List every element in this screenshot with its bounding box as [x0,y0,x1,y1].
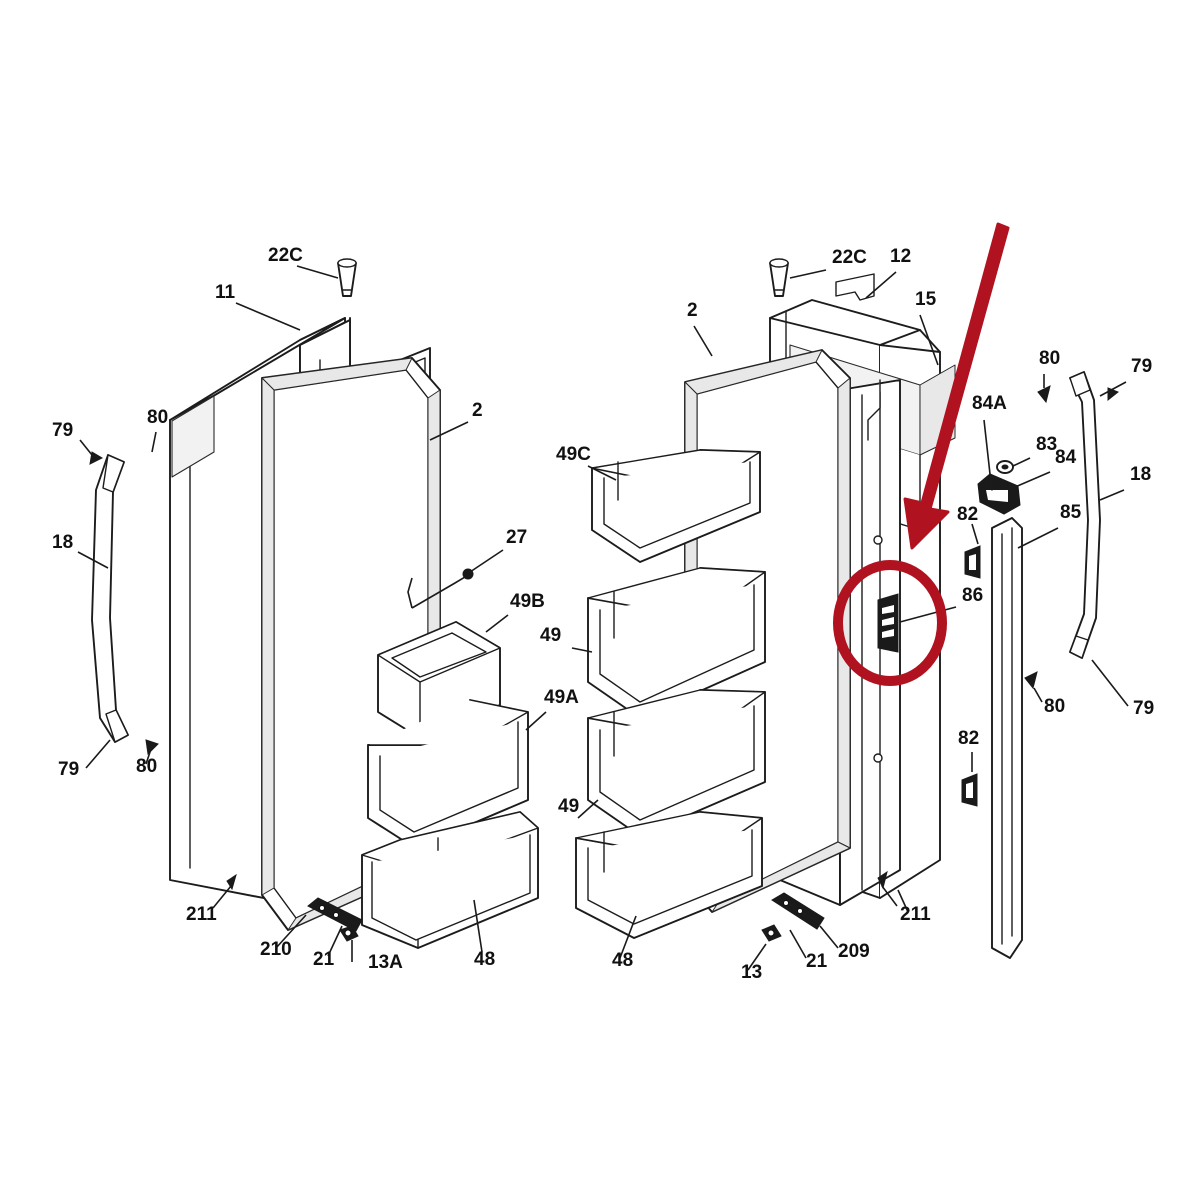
part-label-79-left-bottom: 79 [58,759,79,780]
part-label-2-left: 2 [472,400,483,421]
left-door-handle [91,454,129,743]
part-label-2-right: 2 [687,300,698,321]
part-label-49A-left: 49A [544,687,579,708]
part-label-48-right: 48 [612,950,633,971]
part-label-27: 27 [506,527,527,548]
part-label-13A: 13A [368,952,403,973]
part-label-79-left-top: 79 [52,420,73,441]
left-plug-button-22C [337,258,357,297]
part-label-79-right-bottom: 79 [1133,698,1154,719]
part-label-11: 11 [215,282,236,303]
left-door-bin-48 [361,811,539,949]
leader-lines [77,265,1129,971]
left-hinge-assembly-210 [307,897,363,942]
part-label-210: 210 [260,939,292,960]
part-label-49C: 49C [556,444,591,465]
part-label-13: 13 [741,962,762,983]
nameplate-12 [835,273,875,301]
part-label-15: 15 [915,289,937,310]
part-label-209: 209 [838,941,870,962]
part-label-21-right: 21 [806,951,828,972]
part-label-49B: 49B [510,591,545,612]
red-annotation-group [833,222,1010,686]
right-door-assembly [575,258,1101,959]
red-annotation-circle [833,560,947,686]
part-label-82-upper: 82 [957,504,978,525]
part-label-80-right-top: 80 [1039,348,1060,369]
part-label-22C-right: 22C [832,247,867,268]
part-label-18-left: 18 [52,532,73,553]
part-label-79-right-top: 79 [1131,356,1152,377]
part-label-86: 86 [962,585,983,606]
part-label-211-right: 211 [900,904,931,925]
right-door-bin-48 [575,811,763,939]
part-label-21-left: 21 [313,949,335,970]
right-label-group: 22C 12 15 2 49C 80 79 84A 83 84 18 82 85… [540,246,1154,983]
red-annotation-arrow [903,222,1010,550]
part-label-85: 85 [1060,502,1082,523]
right-hinge-assembly-209 [761,892,825,942]
right-door-bin-49 [587,567,766,719]
left-door-stop-211 [212,873,237,909]
part-label-18-right: 18 [1130,464,1151,485]
part-label-49-lower: 49 [558,796,579,817]
part-label-82-lower: 82 [958,728,979,749]
part-label-49-upper: 49 [540,625,561,646]
part-label-84A: 84A [972,393,1007,414]
right-door-stop-211 [877,870,898,907]
door-trim-strip-85 [991,517,1023,959]
right-plug-button-22C [769,258,789,297]
left-door-bin-49A [367,699,529,849]
part-label-80-left-top: 80 [147,407,168,428]
part-label-48-left: 48 [474,949,495,970]
part-label-80-right-bottom: 80 [1044,696,1065,717]
part-label-83: 83 [1036,434,1057,455]
left-label-group: 22C 11 2 79 80 18 27 49B 49A 79 80 211 2… [52,245,579,973]
left-door-assembly [91,258,539,949]
right-door-bin-49C [591,449,761,563]
dispenser-switch-housing-86 [877,593,899,653]
left-bin-retainer-clip-27 [407,568,474,609]
part-label-12: 12 [890,246,911,267]
part-label-211-left: 211 [186,904,217,925]
right-door-bin-49A [587,689,766,837]
part-label-80-left-bottom: 80 [136,756,157,777]
part-label-22C: 22C [268,245,303,266]
part-label-84: 84 [1055,447,1077,468]
right-door-handle [1069,371,1101,659]
